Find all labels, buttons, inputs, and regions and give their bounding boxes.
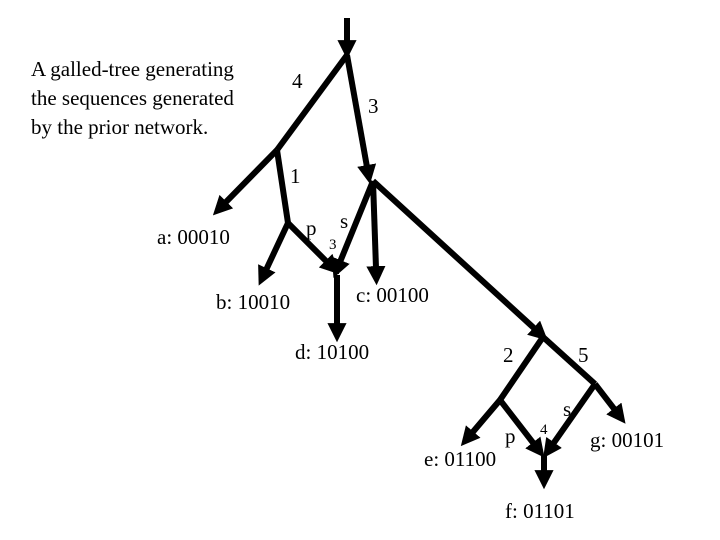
recomb-breakpoint-upper: 3 <box>329 237 337 253</box>
caption-line-1: A galled-tree generating <box>31 57 234 81</box>
mutation-label-4: 4 <box>292 69 303 93</box>
recomb-breakpoint-lower: 4 <box>540 422 548 438</box>
edge-right-to-lower <box>370 178 548 341</box>
leaf-label-a: a: 00010 <box>157 225 230 249</box>
edge-lower-suffix <box>543 382 598 459</box>
edge-to-c <box>366 180 386 286</box>
mutation-label-2: 2 <box>503 343 514 367</box>
recomb-prefix-label-lower: p <box>505 424 516 448</box>
edge-lower-right <box>540 334 598 387</box>
edge-to-a <box>212 147 280 216</box>
mutation-label-5: 5 <box>578 343 589 367</box>
diagram-caption: A galled-tree generating the sequences g… <box>31 55 281 142</box>
edge-root-right <box>344 54 377 185</box>
caption-line-2: the sequences generated <box>31 86 234 110</box>
leaf-label-e: e: 01100 <box>424 447 496 471</box>
caption-line-3: by the prior network. <box>31 115 209 139</box>
recomb-prefix-label-upper: p <box>306 216 317 240</box>
leaf-label-b: b: 10010 <box>216 290 290 314</box>
mutation-label-1: 1 <box>290 164 301 188</box>
edge-to-b <box>258 221 291 286</box>
leaf-label-d: d: 10100 <box>295 340 369 364</box>
edge-recomb-prefix <box>285 220 340 275</box>
edge-root-left <box>274 53 350 152</box>
edge-recomb-suffix <box>331 179 376 279</box>
leaf-label-c: c: 00100 <box>356 283 429 307</box>
edge-left-to-recomb <box>274 149 291 224</box>
recomb-suffix-label-upper: s <box>340 209 348 233</box>
edge-lower-prefix <box>497 398 545 458</box>
leaf-label-g: g: 00101 <box>590 428 664 452</box>
mutation-label-3: 3 <box>368 94 379 118</box>
recomb-suffix-label-lower: s <box>563 397 571 421</box>
edge-to-g <box>592 382 626 424</box>
edge-lower-left <box>497 335 546 402</box>
leaf-label-f: f: 01101 <box>505 499 575 523</box>
edge-to-e <box>460 398 503 447</box>
